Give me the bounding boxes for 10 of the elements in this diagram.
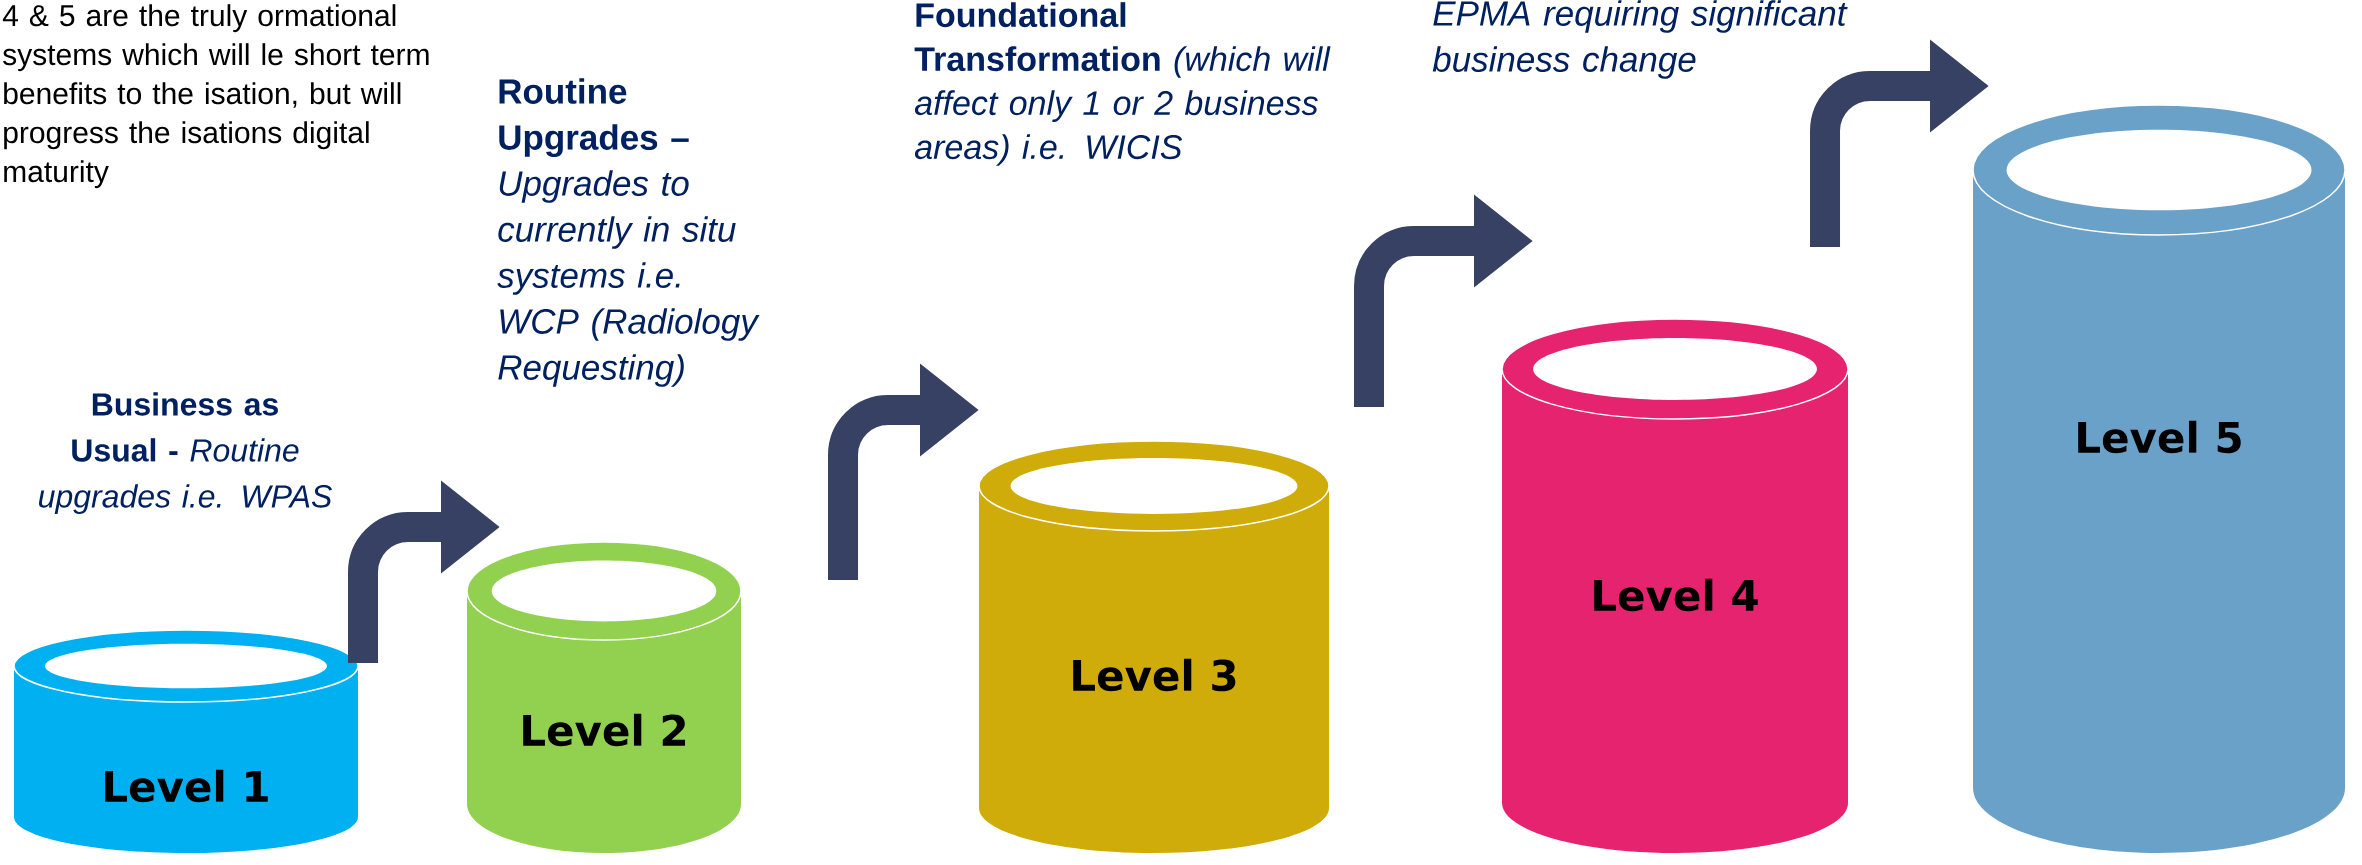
cylinder: Level 1 xyxy=(13,629,359,853)
description-text: Business as Usual - Routine upgrades i.e. WPAS xyxy=(39,392,332,514)
description-text: EPMA requiring significant business change xyxy=(1432,0,1848,79)
cylinder: Level 4 xyxy=(1501,318,1849,853)
note-text: 4 & 5 are the truly ormational systems which will le short term benefits to the isation, but will progress the isations digital maturity xyxy=(2,4,429,189)
description-text: Foundational Transformation (which will affect only 1 or 2 business areas) i.e. WICIS xyxy=(914,2,1331,166)
cylinder: Level 5 xyxy=(1972,104,2346,853)
cylinder: Level 3 xyxy=(978,440,1330,853)
description-text: Routine Upgrades – Upgrades to currently in situ systems i.e. WCP (Radiology Requesting) xyxy=(497,78,760,387)
cylinder: Level 2 xyxy=(466,541,742,853)
